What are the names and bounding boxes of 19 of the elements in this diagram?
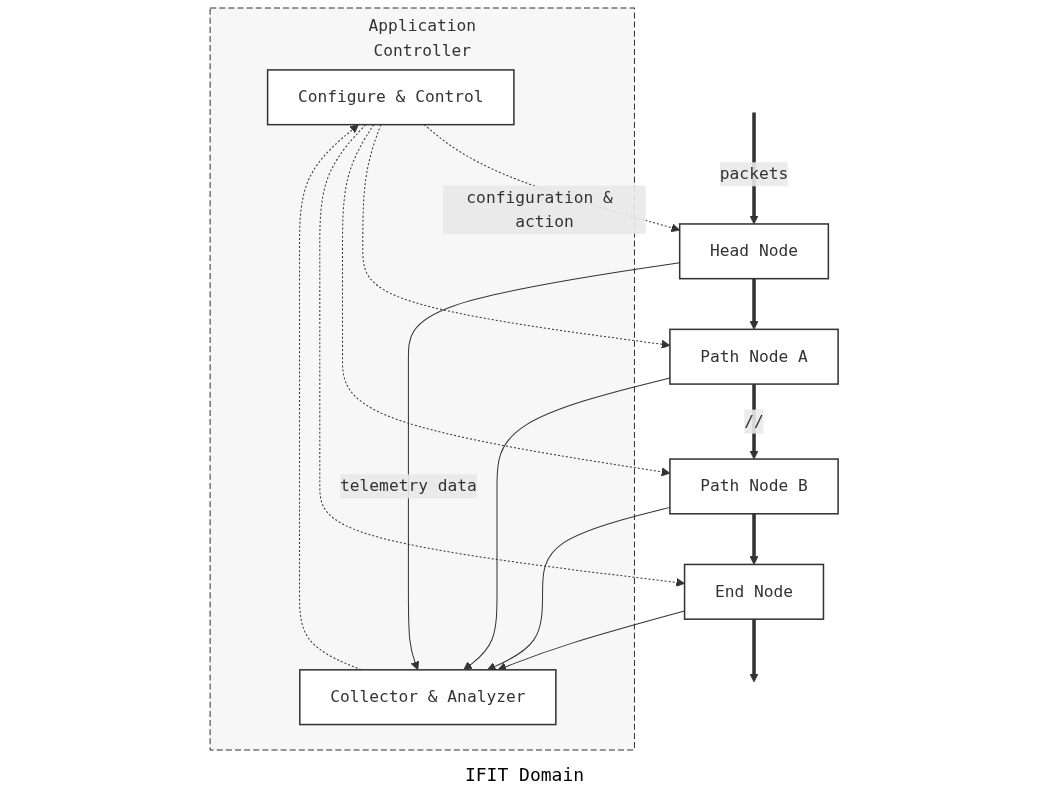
node-box: Path Node A: [669, 328, 840, 385]
node-box: Collector & Analyzer: [299, 669, 557, 726]
node-box: Configure & Control: [267, 69, 516, 126]
arrow: [749, 513, 759, 565]
arrow: [463, 377, 671, 671]
edge-label: packets: [720, 164, 789, 184]
arrow: [342, 124, 671, 477]
node-box: End Node: [684, 563, 825, 620]
edge-label: telemetry data: [340, 476, 478, 496]
domain-label: IFIT Domain: [464, 764, 585, 785]
edge-label: configuration & action: [466, 187, 614, 231]
arrow: [362, 124, 671, 349]
node-box: Head Node: [679, 223, 830, 280]
arrow: [487, 506, 671, 671]
arrow: [749, 619, 759, 683]
edge-label: //: [744, 411, 765, 431]
node-box: Path Node B: [669, 458, 840, 515]
arrow: [749, 278, 759, 330]
arrow: [408, 262, 681, 671]
